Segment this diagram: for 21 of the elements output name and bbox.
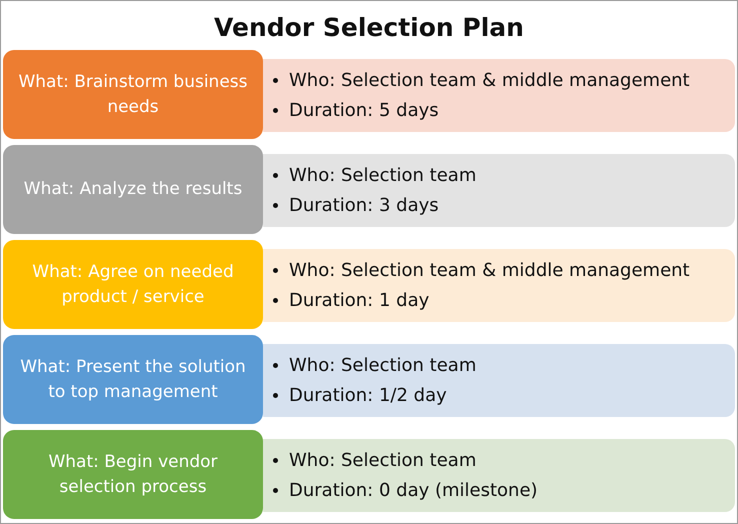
details-box <box>263 344 735 417</box>
details-box <box>263 439 735 512</box>
bullet-text: Duration: 0 day (milestone) <box>289 478 538 502</box>
task-box: What: Agree on needed product / service <box>3 240 263 329</box>
title: Vendor Selection Plan <box>213 13 525 42</box>
bullet-text: Who: Selection team & middle management <box>289 68 690 92</box>
task-box: What: Present the solution to top management <box>3 335 263 424</box>
details-box <box>263 249 735 322</box>
details-box <box>263 154 735 227</box>
details-box <box>263 59 735 132</box>
bullet-text: Duration: 3 days <box>289 194 439 218</box>
bullet-text: Who: Selection team <box>289 448 476 472</box>
bullet-text: Who: Selection team <box>289 164 476 188</box>
bullet-text: Duration: 5 days <box>289 98 439 122</box>
task-box: What: Brainstorm business needs <box>3 50 263 139</box>
bullet-text: Who: Selection team & middle management <box>289 258 690 282</box>
bullet-text: Duration: 1 day <box>289 288 430 312</box>
bullet-text: Who: Selection team <box>289 354 476 378</box>
task-box: What: Begin vendor selection process <box>3 430 263 519</box>
bullet-text: Duration: 1/2 day <box>289 384 447 408</box>
task-box: What: Analyze the results <box>3 145 263 234</box>
